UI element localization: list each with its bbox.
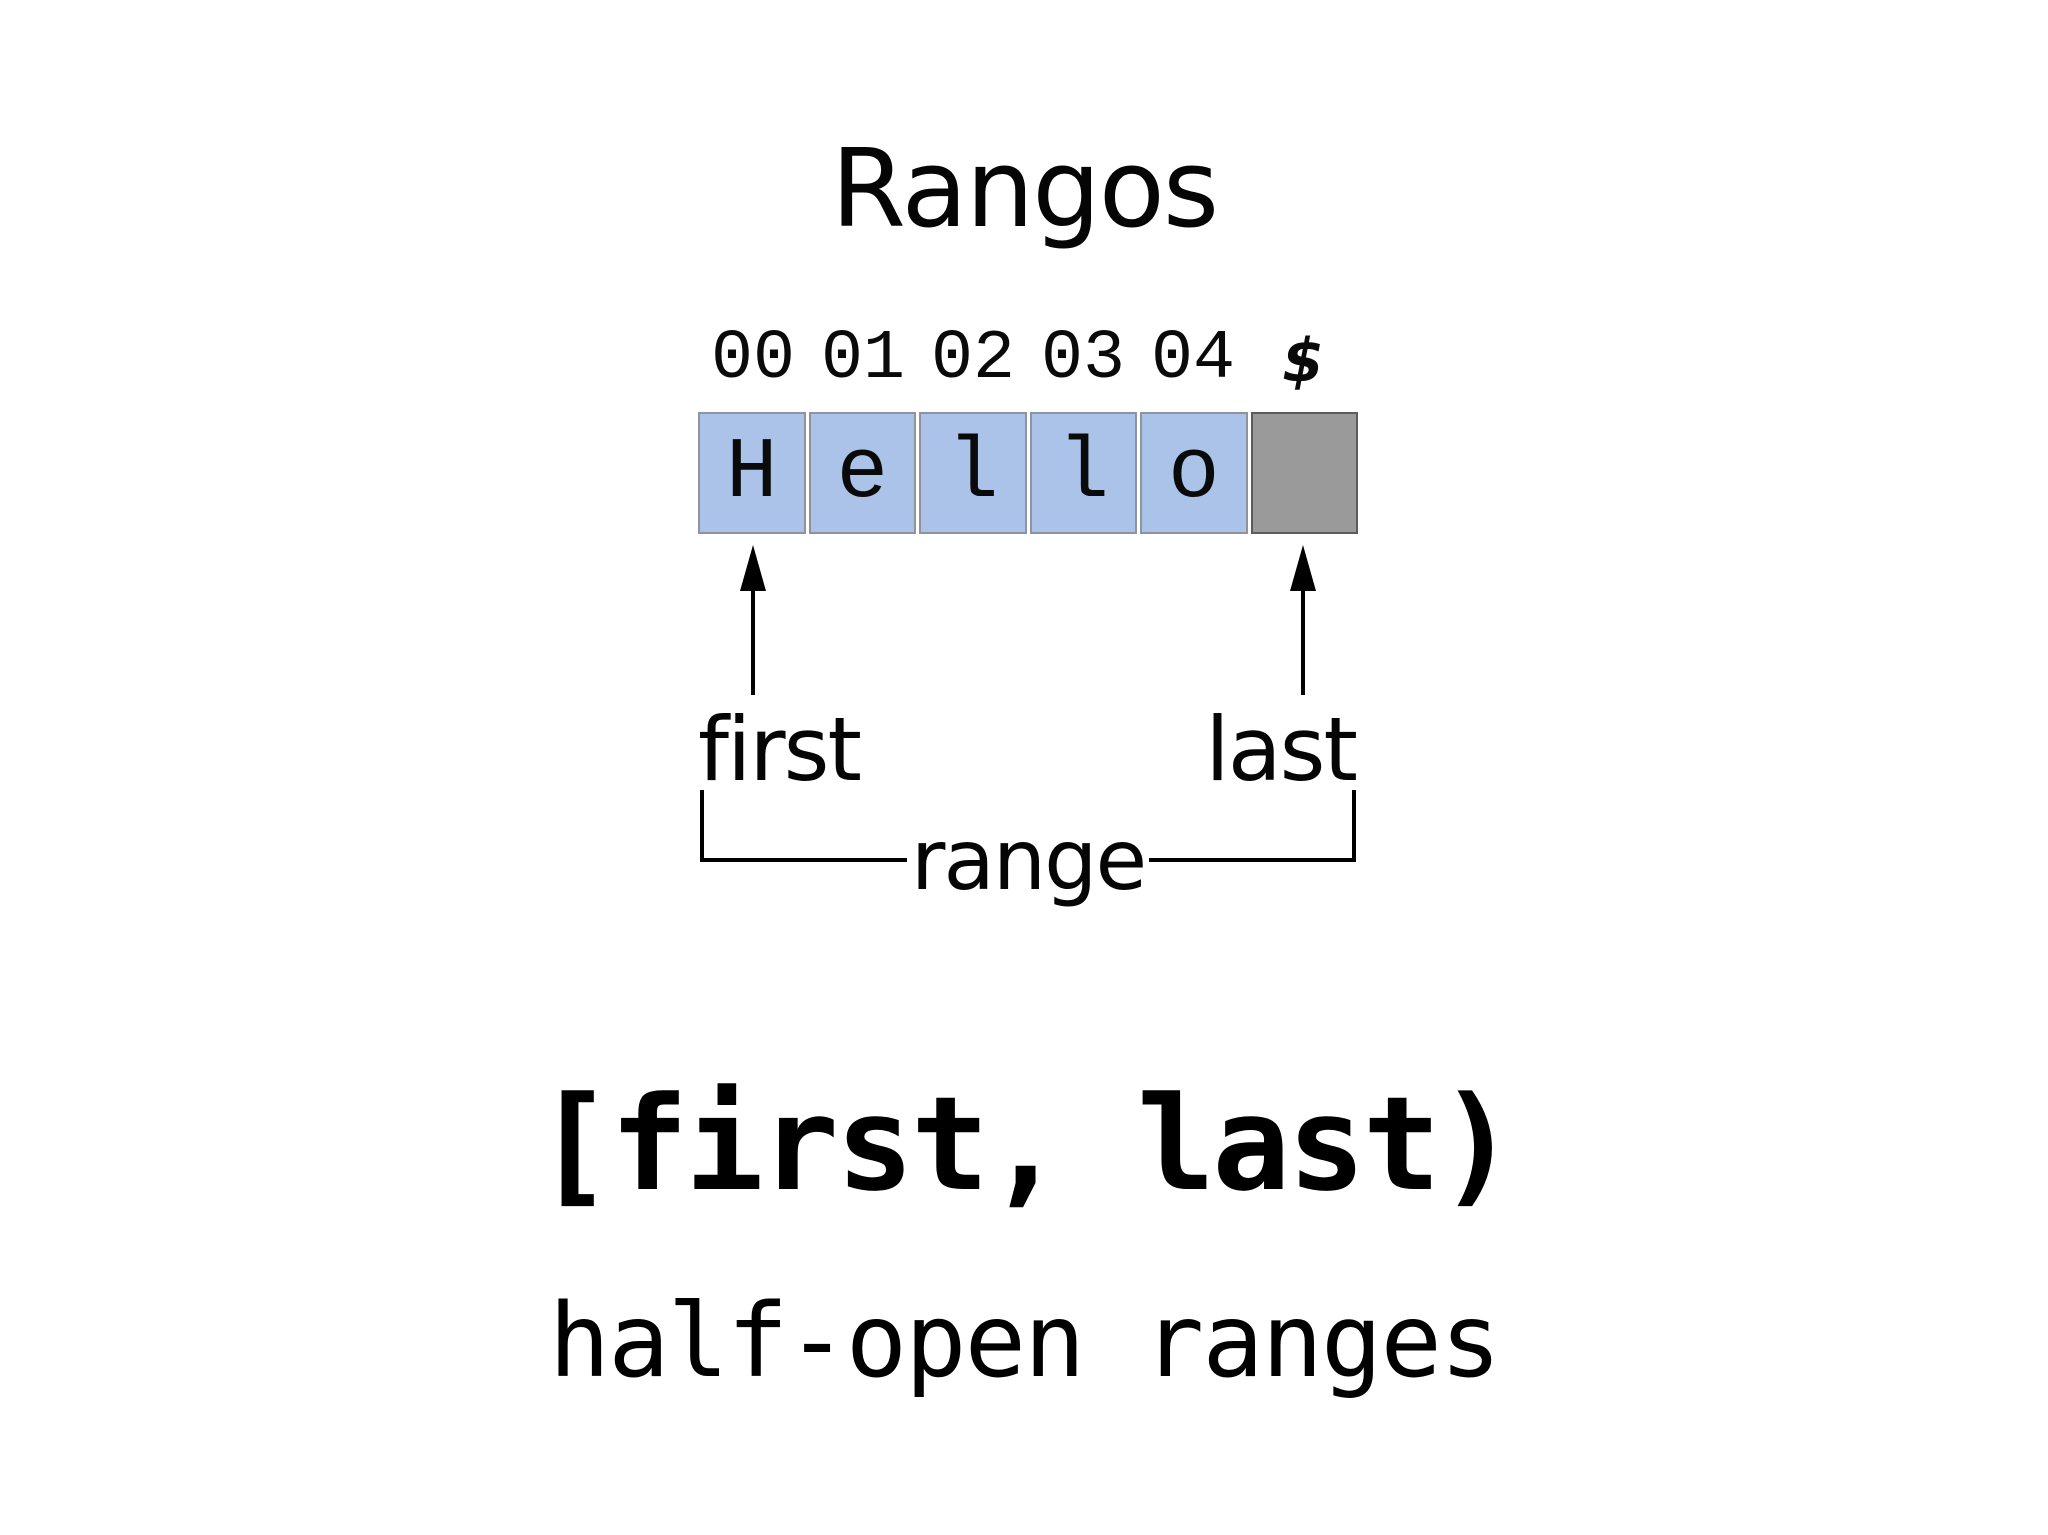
array-cell-4: o xyxy=(1140,412,1248,534)
first-pointer-label: first xyxy=(698,698,862,801)
index-label-03: 03 xyxy=(1040,320,1125,399)
range-bracket: range xyxy=(698,788,1358,902)
array-cell-row: H e l l o xyxy=(698,412,1358,534)
last-arrow-icon xyxy=(1290,545,1316,695)
end-of-string-icon: $ xyxy=(1282,326,1324,397)
range-diagram: 00 01 02 03 04 $ H e l l o fir xyxy=(698,0,1358,902)
range-bracket-lines xyxy=(700,790,1356,862)
index-row: 00 01 02 03 04 $ xyxy=(698,320,1358,399)
array-cell-3: l xyxy=(1029,412,1137,534)
first-arrow-icon xyxy=(740,545,766,695)
pointer-labels: first last xyxy=(698,700,1358,795)
last-pointer-label: last xyxy=(1205,698,1358,801)
slide-title: Rangos xyxy=(830,127,1219,252)
half-open-notation: [first, last) xyxy=(534,1068,1516,1220)
array-cell-2: l xyxy=(919,412,1027,534)
array-cell-0: H xyxy=(698,412,806,534)
range-label: range xyxy=(910,811,1147,909)
array-cell-sentinel xyxy=(1250,412,1358,534)
index-label-04: 04 xyxy=(1150,320,1235,399)
index-label-02: 02 xyxy=(930,320,1015,399)
index-label-00: 00 xyxy=(710,320,795,399)
pointer-arrows xyxy=(740,545,1316,695)
index-label-01: 01 xyxy=(820,320,905,399)
subtitle: half-open ranges xyxy=(548,1282,1502,1401)
array-cell-1: e xyxy=(808,412,916,534)
